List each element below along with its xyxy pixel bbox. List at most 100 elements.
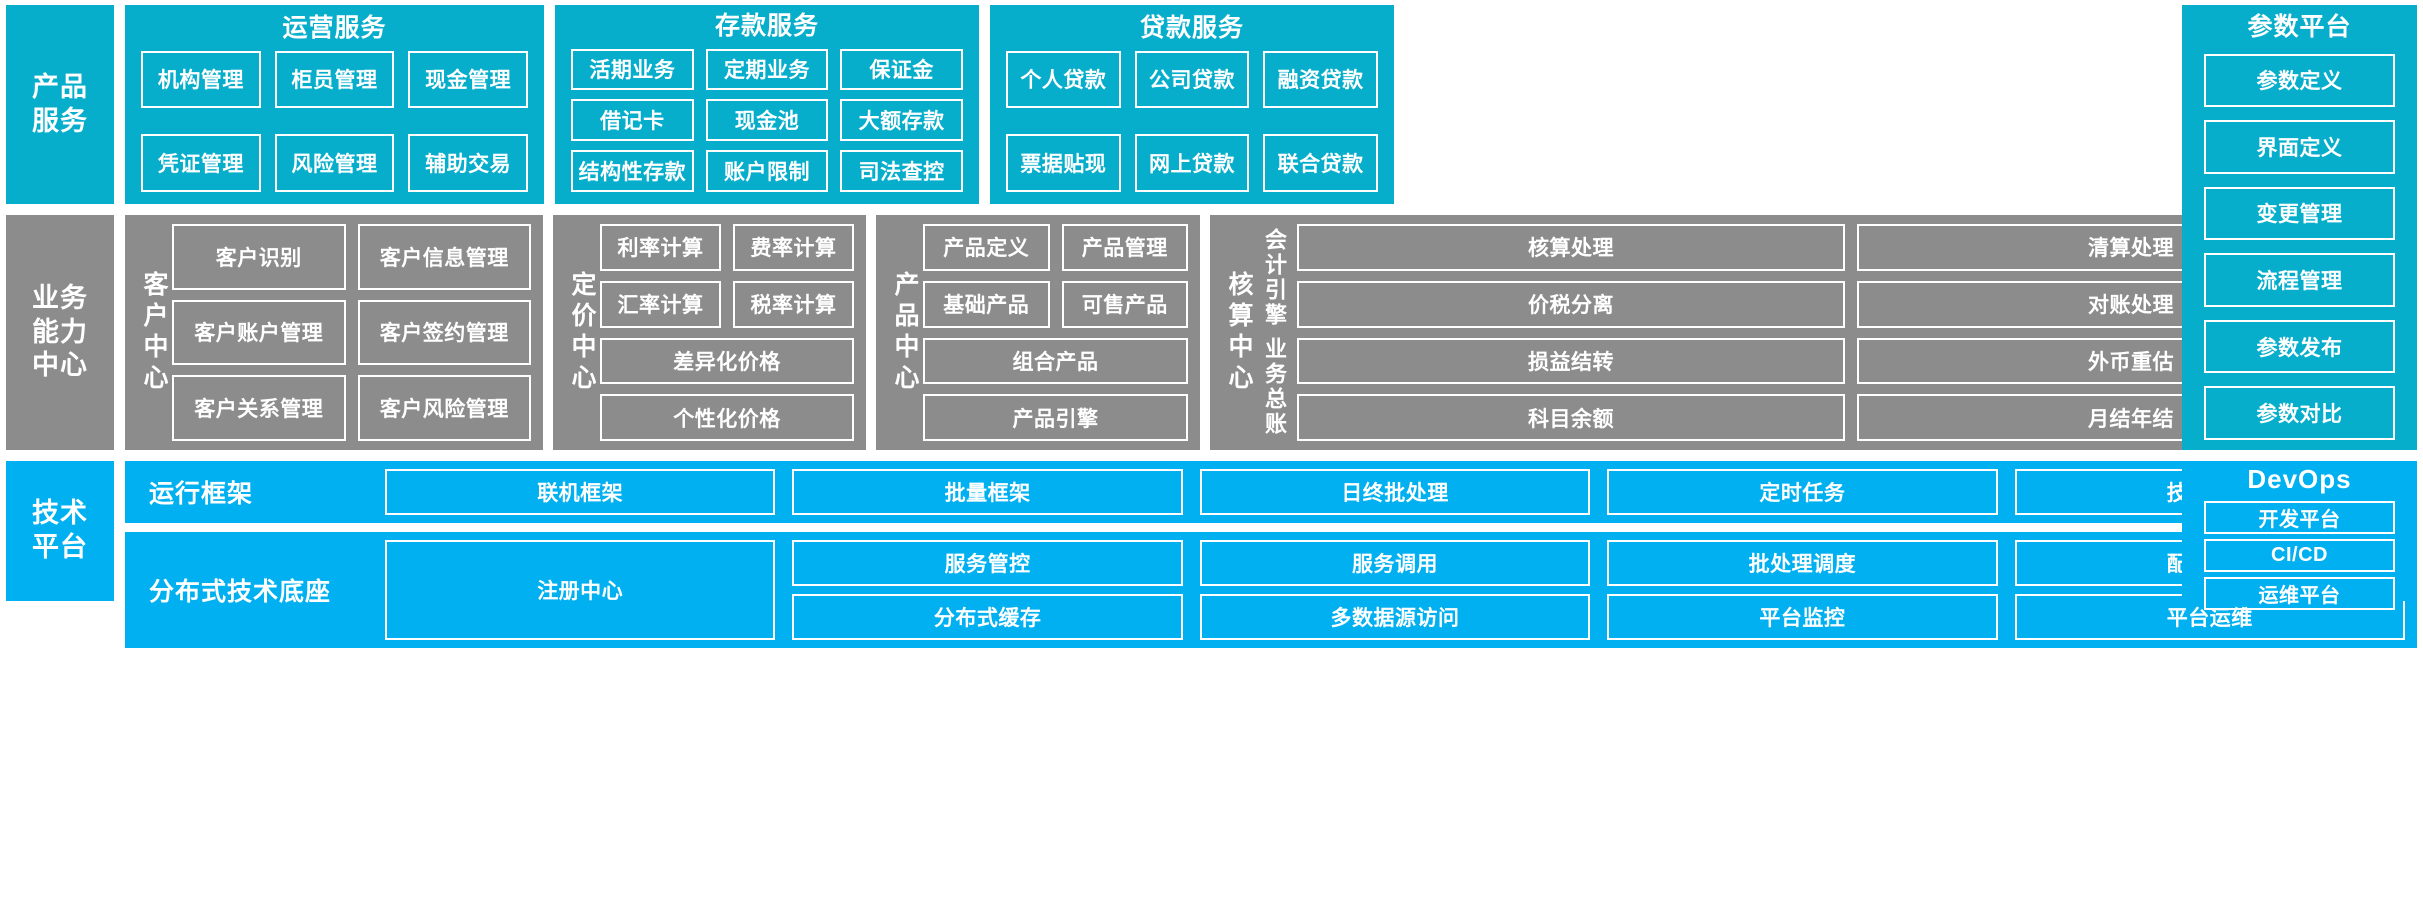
service-item-piaojutiexian[interactable]: 票据贴现	[1006, 134, 1121, 192]
layer-label-business-capability: 业务能力中心	[6, 215, 114, 450]
capability-item-chanpinguanli[interactable]: 产品管理	[1061, 224, 1188, 271]
center-label-accounting: 核算中心	[1225, 270, 1253, 395]
panel-title-devops: DevOps	[2247, 464, 2352, 494]
tech-item-dingshirenwu[interactable]: 定时任务	[1607, 469, 1998, 515]
capability-item-kehufengxianguanli[interactable]: 客户风险管理	[357, 375, 531, 441]
capability-item-feilvjisuan[interactable]: 费率计算	[733, 224, 854, 271]
group-operations-service: 运营服务 机构管理 柜员管理 现金管理 凭证管理 风险管理 辅助交易	[125, 5, 544, 204]
group-title-operations-service: 运营服务	[282, 14, 387, 42]
tech-item-piliangkuangjia[interactable]: 批量框架	[792, 469, 1183, 515]
loan-service-grid: 个人贷款 公司贷款 融资贷款 票据贴现 网上贷款 联合贷款	[1006, 50, 1378, 192]
tech-item-duoshujuyuanfangwen[interactable]: 多数据源访问	[1199, 594, 1591, 640]
runtime-framework-cells: 联机框架 批量框架 日终批处理 定时任务 技术组件	[385, 469, 2405, 515]
devops-item-kaifapingtai[interactable]: 开发平台	[2204, 500, 2395, 534]
service-item-gerendaikuan[interactable]: 个人贷款	[1006, 50, 1121, 109]
tech-item-pingtaijiankong[interactable]: 平台监控	[1607, 594, 1998, 640]
service-item-xianjinchi[interactable]: 现金池	[705, 99, 829, 142]
panel-title-parameter-platform: 参数平台	[2247, 13, 2352, 41]
product-center-grid: 产品定义 产品管理 基础产品 可售产品 组合产品 产品引擎	[923, 224, 1188, 441]
service-item-jigouguanli[interactable]: 机构管理	[141, 50, 261, 109]
service-item-fengxianguanli[interactable]: 风险管理	[274, 134, 395, 192]
service-item-xianjinguanli[interactable]: 现金管理	[408, 50, 528, 109]
capability-item-chanpinyinqing[interactable]: 产品引擎	[923, 394, 1188, 441]
param-item-canshudingyi[interactable]: 参数定义	[2204, 53, 2395, 108]
capability-item-zuhechanpin[interactable]: 组合产品	[923, 337, 1188, 385]
service-item-fuzhujiaoyi[interactable]: 辅助交易	[408, 134, 528, 192]
panel-parameter-platform: 参数平台 参数定义 界面定义 变更管理 流程管理 参数发布 参数对比	[2182, 5, 2417, 450]
param-item-canshufabu[interactable]: 参数发布	[2204, 319, 2395, 374]
service-item-sifachakong[interactable]: 司法查控	[840, 150, 963, 192]
capability-item-chanpindingyi[interactable]: 产品定义	[923, 224, 1050, 271]
capability-item-chayihuajiage[interactable]: 差异化价格	[600, 337, 854, 385]
capability-item-hesuanchuli[interactable]: 核算处理	[1297, 224, 1845, 271]
capability-item-gexinghuajiage[interactable]: 个性化价格	[600, 394, 854, 441]
service-item-dingqiyewu[interactable]: 定期业务	[705, 48, 829, 91]
devops-item-yunweipingtai[interactable]: 运维平台	[2204, 576, 2395, 610]
capability-item-keshouchanpin[interactable]: 可售产品	[1061, 280, 1188, 328]
tech-item-fuwudiaoyong[interactable]: 服务调用	[1199, 540, 1591, 586]
center-label-pricing: 定价中心	[568, 270, 596, 395]
operations-service-grid: 机构管理 柜员管理 现金管理 凭证管理 风险管理 辅助交易	[141, 50, 528, 192]
tech-item-rizhongpichuli[interactable]: 日终批处理	[1199, 469, 1591, 515]
center-product: 产品中心 产品定义 产品管理 基础产品 可售产品 组合产品 产品引擎	[876, 215, 1200, 450]
capability-item-sunyijiezhuan[interactable]: 损益结转	[1297, 337, 1845, 385]
sub-label-general-ledger: 业务总账	[1262, 336, 1287, 437]
technology-platform-rows: 运行框架 联机框架 批量框架 日终批处理 定时任务 技术组件 分布式技术底座 注…	[125, 461, 2417, 648]
capability-item-kemuyue[interactable]: 科目余额	[1297, 394, 1845, 441]
group-loan-service: 贷款服务 个人贷款 公司贷款 融资贷款 票据贴现 网上贷款 联合贷款	[990, 5, 1394, 204]
tech-item-zhucezhongxin[interactable]: 注册中心	[385, 540, 776, 640]
group-deposit-service: 存款服务 活期业务 定期业务 保证金 借记卡 现金池 大额存款 结构性存款 账户…	[555, 5, 979, 204]
service-item-zhanghuxianzhi[interactable]: 账户限制	[705, 150, 829, 192]
capability-item-kehuqianyueguanli[interactable]: 客户签约管理	[357, 299, 531, 366]
param-item-canshuduibi[interactable]: 参数对比	[2204, 386, 2395, 440]
service-item-wangshangdaikuan[interactable]: 网上贷款	[1134, 134, 1250, 192]
service-item-daecunkuan[interactable]: 大额存款	[840, 99, 963, 142]
accounting-sub-labels: 会计引擎 业务总账	[1257, 224, 1291, 441]
parameter-platform-list: 参数定义 界面定义 变更管理 流程管理 参数发布 参数对比	[2204, 53, 2395, 441]
capability-item-kehuzhanghuguanli[interactable]: 客户账户管理	[172, 299, 346, 366]
service-item-rongzidaikuan[interactable]: 融资贷款	[1263, 50, 1378, 109]
capability-item-huilvjisuan[interactable]: 汇率计算	[600, 280, 721, 328]
sub-label-accounting-engine: 会计引擎	[1262, 228, 1287, 329]
param-item-liuchengguanli[interactable]: 流程管理	[2204, 253, 2395, 307]
business-capability-centers: 客户中心 客户识别 客户信息管理 客户账户管理 客户签约管理 客户关系管理 客户…	[125, 215, 2417, 450]
capability-item-shuilvjisuan[interactable]: 税率计算	[733, 280, 854, 328]
capability-item-kehuxinxiguanli[interactable]: 客户信息管理	[357, 224, 531, 290]
service-item-pingzhengguanli[interactable]: 凭证管理	[141, 134, 261, 192]
deposit-service-grid: 活期业务 定期业务 保证金 借记卡 现金池 大额存款 结构性存款 账户限制 司法…	[571, 48, 963, 193]
service-item-baozhengjin[interactable]: 保证金	[840, 48, 963, 91]
param-item-biangengguanli[interactable]: 变更管理	[2204, 186, 2395, 241]
service-item-huoqiyewu[interactable]: 活期业务	[571, 48, 694, 91]
tech-row-label-runtime-framework: 运行框架	[149, 480, 254, 508]
product-service-groups: 运营服务 机构管理 柜员管理 现金管理 凭证管理 风险管理 辅助交易 存款服务 …	[125, 5, 2417, 204]
layer-label-technology-platform: 技术平台	[6, 461, 114, 601]
customer-center-grid: 客户识别 客户信息管理 客户账户管理 客户签约管理 客户关系管理 客户风险管理	[172, 224, 531, 441]
group-title-loan-service: 贷款服务	[1139, 14, 1244, 42]
tech-item-pichulidiaodu[interactable]: 批处理调度	[1607, 540, 1998, 586]
layer-business-capability: 业务能力中心 客户中心 客户识别 客户信息管理 客户账户管理 客户签约管理 客户…	[6, 215, 2417, 450]
service-item-jiegouxingcunkuan[interactable]: 结构性存款	[571, 150, 694, 192]
devops-item-cicd[interactable]: CI/CD	[2204, 538, 2395, 572]
capability-item-jiashuifenli[interactable]: 价税分离	[1297, 280, 1845, 328]
layer-product-service: 产品服务 运营服务 机构管理 柜员管理 现金管理 凭证管理 风险管理 辅助交易 …	[6, 5, 2417, 204]
service-item-guiyuanguanli[interactable]: 柜员管理	[274, 50, 395, 109]
service-item-gongsidaikuan[interactable]: 公司贷款	[1134, 50, 1250, 109]
capability-item-jichuchanpin[interactable]: 基础产品	[923, 280, 1050, 328]
service-item-jiejika[interactable]: 借记卡	[571, 99, 694, 142]
center-label-product: 产品中心	[891, 270, 919, 395]
capability-item-kehuguanxiguanli[interactable]: 客户关系管理	[172, 375, 346, 441]
accounting-center-inner: 会计引擎 业务总账 核算处理 清算处理 价税分离 对账处理 损益结转 外币重估 …	[1257, 224, 2405, 441]
devops-list: 开发平台 CI/CD 运维平台	[2204, 500, 2395, 610]
center-customer: 客户中心 客户识别 客户信息管理 客户账户管理 客户签约管理 客户关系管理 客户…	[125, 215, 543, 450]
service-item-lianhedaikuan[interactable]: 联合贷款	[1263, 134, 1378, 192]
tech-item-fenbushihuancun[interactable]: 分布式缓存	[792, 594, 1183, 640]
capability-item-kehushibie[interactable]: 客户识别	[172, 224, 346, 290]
panel-devops: DevOps 开发平台 CI/CD 运维平台	[2182, 461, 2417, 610]
tech-row-label-distributed-base: 分布式技术底座	[149, 578, 332, 606]
distributed-base-cells: 注册中心 服务管控 服务调用 批处理调度 配置管理 分布式缓存 多数据源访问 平…	[385, 540, 2405, 640]
capability-item-lilvjisuan[interactable]: 利率计算	[600, 224, 721, 271]
tech-item-fuwuguankong[interactable]: 服务管控	[792, 540, 1183, 586]
param-item-jiemiandingyi[interactable]: 界面定义	[2204, 120, 2395, 174]
tech-item-lianjikuangjia[interactable]: 联机框架	[385, 469, 776, 515]
tech-row-runtime-framework: 运行框架 联机框架 批量框架 日终批处理 定时任务 技术组件	[125, 461, 2417, 523]
